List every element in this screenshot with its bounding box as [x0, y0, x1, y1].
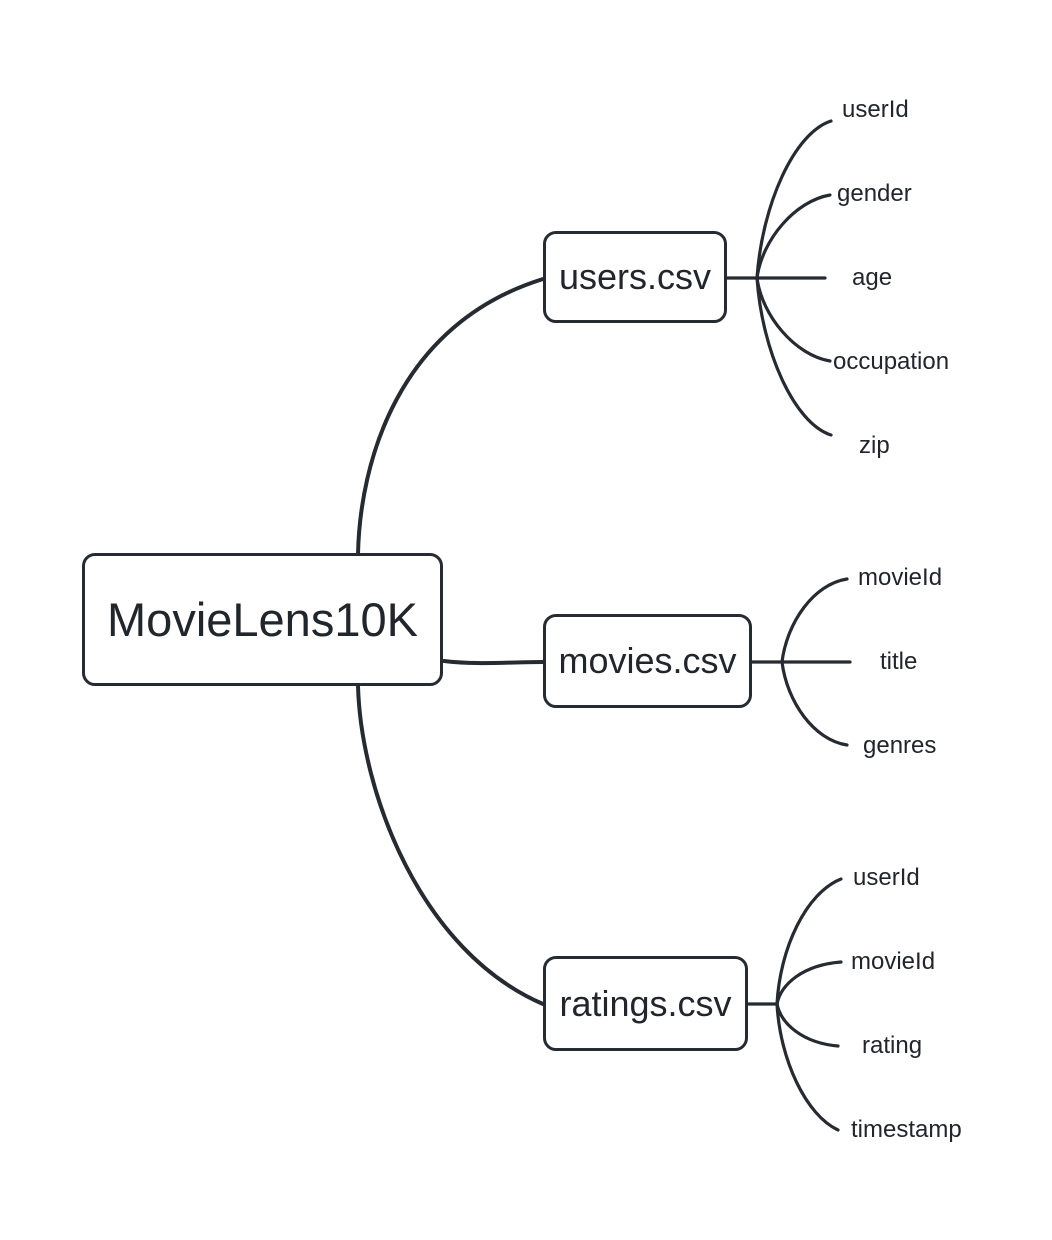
leaf-movies-title[interactable]: title — [880, 648, 918, 675]
leaf-users-age[interactable]: age — [852, 264, 893, 291]
leaf-ratings-userid[interactable]: userId — [853, 864, 920, 891]
leaf-users-gender[interactable]: gender — [837, 180, 912, 207]
edge-users-userid — [755, 119, 833, 280]
node-ratings-csv[interactable]: ratings.csv — [543, 956, 748, 1051]
edge-ratings-userid — [775, 877, 843, 1006]
edge-ratings-timestamp — [775, 1002, 840, 1132]
edge-movies-movieid — [780, 577, 849, 664]
edge-root-movies — [442, 659, 545, 666]
edge-ratings-movieid — [775, 960, 843, 1006]
node-users-csv[interactable]: users.csv — [543, 231, 727, 323]
leaf-ratings-rating[interactable]: rating — [862, 1032, 923, 1059]
edge-root-ratings — [356, 684, 545, 1006]
node-movies-label: movies.csv — [558, 640, 737, 681]
node-movies-csv[interactable]: movies.csv — [543, 614, 752, 708]
leaf-movies-movieid[interactable]: movieId — [858, 564, 943, 591]
edge-users-occupation — [755, 276, 832, 363]
node-users-label: users.csv — [558, 256, 712, 297]
leaf-users-zip[interactable]: zip — [859, 432, 890, 459]
node-root-movielens10k[interactable]: MovieLens10K — [82, 553, 443, 686]
node-ratings-label: ratings.csv — [559, 982, 732, 1024]
leaf-ratings-timestamp[interactable]: timestamp — [851, 1116, 962, 1143]
leaf-users-userid[interactable]: userId — [842, 96, 909, 123]
leaf-movies-genres[interactable]: genres — [863, 732, 937, 759]
edge-users-gender — [755, 193, 832, 280]
leaf-users-occupation[interactable]: occupation — [833, 348, 950, 375]
edge-movies-genres — [780, 660, 849, 747]
edge-ratings-rating — [775, 1002, 840, 1048]
edge-users-zip — [755, 276, 833, 437]
node-root-label: MovieLens10K — [107, 593, 418, 646]
leaf-ratings-movieid[interactable]: movieId — [851, 948, 936, 975]
edge-root-users — [356, 277, 545, 556]
